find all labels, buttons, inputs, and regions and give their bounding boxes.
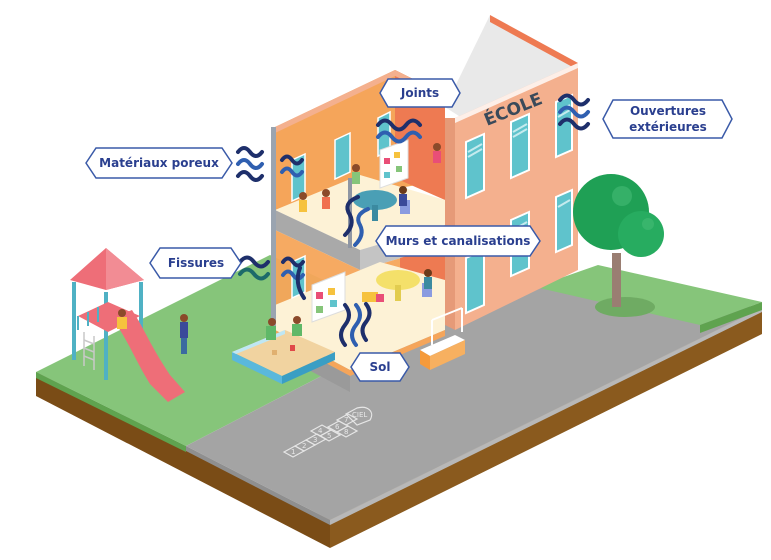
sandbox <box>232 316 335 384</box>
play-tower <box>70 248 188 402</box>
entrance-stairs <box>420 307 465 370</box>
callout-labels: Joints Ouvertures extérieures Matériaux … <box>85 78 733 382</box>
grass-right-edge <box>700 302 762 333</box>
svg-text:7: 7 <box>344 416 348 424</box>
ladder <box>83 332 95 370</box>
wave-joints <box>376 118 422 144</box>
svg-text:4: 4 <box>318 427 323 435</box>
roof-parapet <box>490 15 578 70</box>
svg-text:8: 8 <box>344 428 348 436</box>
svg-text:Sol: Sol <box>370 360 391 374</box>
svg-text:CIEL: CIEL <box>352 411 367 419</box>
roof-top <box>445 15 578 118</box>
children-figures <box>299 143 441 289</box>
soil-left-side <box>36 372 330 548</box>
grass-right <box>535 265 762 325</box>
svg-text:Ouvertures: Ouvertures <box>630 104 706 118</box>
label-sol: Sol <box>350 352 410 382</box>
wave-fissures <box>238 255 305 281</box>
wall-pillar <box>271 127 276 352</box>
hopscotch <box>282 406 373 458</box>
svg-text:1: 1 <box>291 448 295 456</box>
svg-text:3: 3 <box>313 436 317 444</box>
table-upper-leg <box>372 205 378 221</box>
tree-trunk <box>612 253 621 307</box>
radon-waves <box>236 93 590 347</box>
facade-front <box>455 63 578 330</box>
asphalt-playground <box>186 275 762 520</box>
soil-right-side <box>330 308 762 548</box>
chair <box>422 283 432 297</box>
toy-truck-cab <box>376 294 384 302</box>
toy-truck <box>362 292 378 302</box>
facade-trim <box>455 63 578 123</box>
svg-text:Murs et canalisations: Murs et canalisations <box>386 234 531 248</box>
label-materiaux-poreux: Matériaux poreux <box>85 147 233 179</box>
svg-text:Fissures: Fissures <box>168 256 224 270</box>
svg-text:2: 2 <box>302 442 306 450</box>
building-right-wing: ÉCOLE <box>445 15 578 330</box>
slide-chute <box>112 310 185 402</box>
svg-text:Matériaux poreux: Matériaux poreux <box>99 156 219 170</box>
tree <box>573 174 664 317</box>
window <box>555 188 573 254</box>
tower-platform <box>78 302 140 332</box>
window <box>465 248 485 315</box>
chair <box>400 200 410 214</box>
label-joints: Joints <box>379 78 461 108</box>
toy-shelf-lower <box>311 271 346 323</box>
wave-sol <box>339 302 372 347</box>
table-lower-leg <box>395 285 401 301</box>
toy-shelf-upper <box>379 139 409 189</box>
label-ouvertures-exterieures: Ouvertures extérieures <box>602 99 733 139</box>
asphalt-edge-right <box>330 308 762 525</box>
child-standing <box>180 314 188 322</box>
window <box>555 93 573 159</box>
facade-side <box>445 118 455 330</box>
wave-murs <box>295 195 370 300</box>
wave-ouvertures <box>558 93 590 131</box>
wave-materiaux <box>236 146 304 182</box>
table-lower <box>376 270 420 290</box>
svg-text:Joints: Joints <box>400 86 439 100</box>
svg-text:6: 6 <box>335 423 340 431</box>
table-upper <box>353 190 397 210</box>
label-murs-et-canalisations: Murs et canalisations <box>375 225 541 257</box>
floor-slab <box>275 210 360 270</box>
hopscotch-numbers: 1 2 3 4 5 6 8 7 CIEL <box>291 411 367 456</box>
svg-text:extérieures: extérieures <box>629 120 707 134</box>
asphalt-edge <box>186 446 330 525</box>
label-fissures: Fissures <box>149 247 242 279</box>
grass-left-edge <box>36 372 186 452</box>
svg-text:5: 5 <box>327 432 331 440</box>
